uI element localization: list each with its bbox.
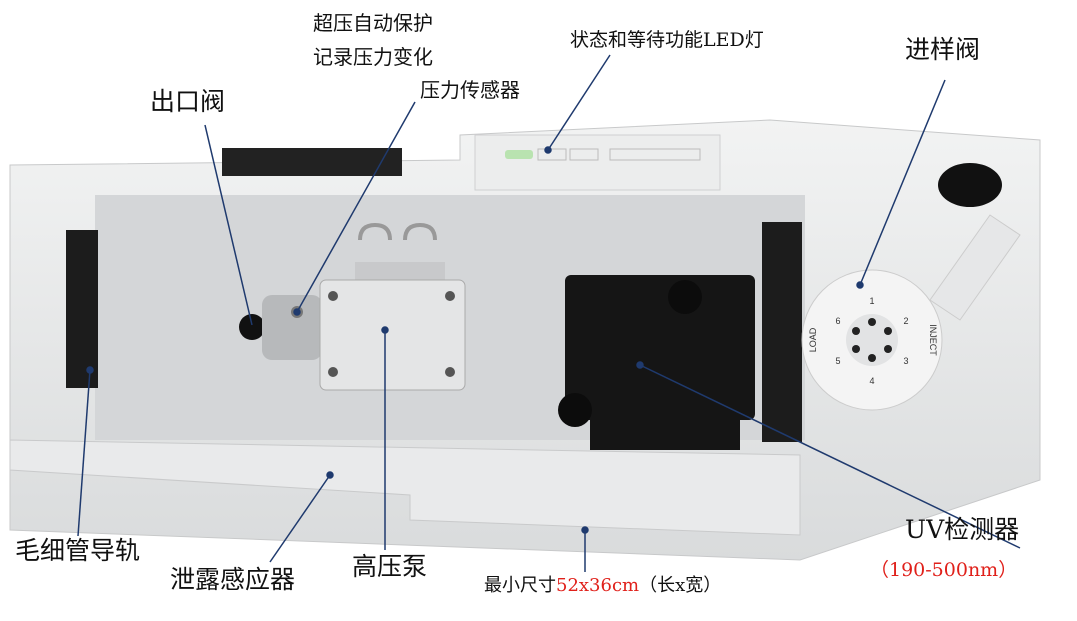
pump-block <box>319 279 466 391</box>
label-size: 最小尺寸52x36cm（长x宽） <box>484 576 721 596</box>
label-overpressure: 超压自动保护 <box>313 11 433 35</box>
label-led: 状态和等待功能LED灯 <box>570 29 764 51</box>
led-panel <box>474 134 721 191</box>
label-pressure-sensor: 压力传感器 <box>420 78 520 102</box>
label-outlet-valve: 出口阀 <box>150 87 226 116</box>
valve-handle-knob <box>938 163 1002 207</box>
label-pump: 高压泵 <box>352 552 428 581</box>
size-prefix: 最小尺寸 <box>484 575 556 596</box>
side-vent <box>762 222 802 442</box>
label-uv-detector: UV检测器 <box>905 515 1020 544</box>
leak-tray <box>9 439 801 536</box>
uv-detector-box <box>565 275 755 420</box>
label-injection-valve: 进样阀 <box>905 35 981 64</box>
top-vent <box>222 148 402 176</box>
label-capillary-rail: 毛细管导轨 <box>15 536 141 565</box>
outlet-valve-knob <box>239 314 265 340</box>
capillary-rail <box>66 230 98 388</box>
label-record-pressure: 记录压力变化 <box>313 45 433 69</box>
size-value: 52x36cm <box>556 575 640 596</box>
leader-lines <box>77 54 1021 572</box>
size-suffix: （长x宽） <box>639 575 722 596</box>
label-leak-sensor: 泄露感应器 <box>170 565 296 594</box>
led-green <box>505 150 533 159</box>
label-uv-range: （190-500nm） <box>870 559 1018 581</box>
